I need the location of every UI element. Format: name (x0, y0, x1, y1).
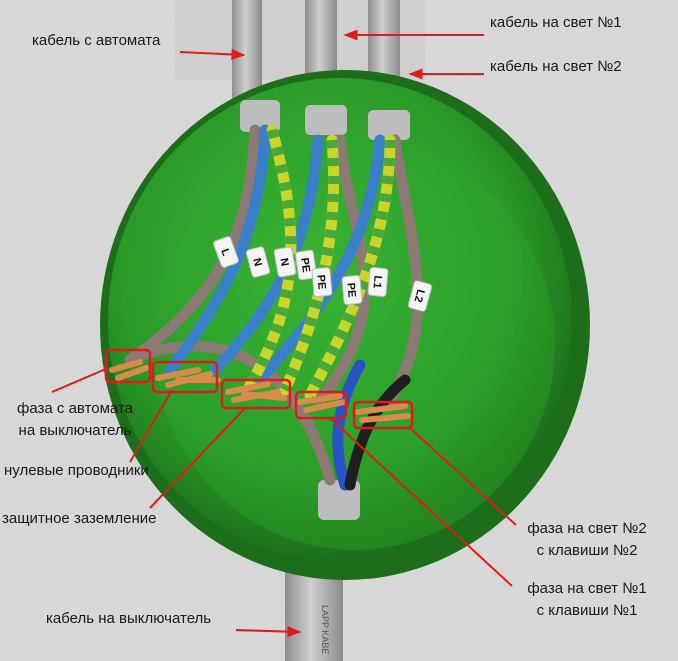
highlight-neutrals (151, 360, 219, 394)
label-phase-to-switch: фаза с автомата на выключатель (0, 400, 150, 440)
annotation-lines (51, 29, 517, 638)
cable-end-3 (368, 110, 410, 140)
wire-marker-tag: PE (341, 275, 363, 305)
label-light-phase-2-line1: фаза на свет №2 (527, 520, 647, 537)
wire-marker-sleeve (245, 246, 271, 278)
label-light-phase-1-line2: с клавиши №1 (536, 602, 638, 619)
wire-marker-sleeve (341, 275, 363, 305)
earth-wire-1-stripe (245, 128, 297, 388)
earth-wire-3-stripe (305, 139, 396, 398)
highlight-phase-breaker (104, 348, 152, 384)
phase-wire-down (124, 340, 336, 486)
phase-wire-l2 (384, 134, 424, 406)
highlight-light-1 (294, 390, 348, 420)
label-light-phase-1: фаза на свет №1 с клавиши №1 (506, 580, 668, 620)
line-phase-breaker (51, 367, 109, 393)
wire-marker-tag: N (273, 246, 297, 278)
wire-marker-sleeve (367, 267, 389, 297)
label-light-phase-2: фаза на свет №2 с клавиши №2 (506, 520, 668, 560)
line-neutrals (129, 389, 173, 463)
cable-end-1 (240, 100, 280, 132)
label-protective-earth: защитное заземление (2, 510, 157, 527)
arrow-cable-to-switch (235, 626, 302, 638)
highlight-earth (220, 378, 292, 410)
wire-marker-tag: N (245, 246, 271, 278)
label-cable-from-breaker: кабель с автомата (32, 32, 161, 49)
wire-marker-tag: L2 (407, 280, 433, 312)
label-phase-to-switch-line1: фаза с автомата (17, 400, 133, 417)
cable-end-2 (305, 105, 347, 135)
wire-marker-text: PE (298, 257, 312, 273)
wire-marker-sleeve (407, 280, 433, 312)
highlight-light-2 (352, 400, 414, 430)
label-light-phase-1-line1: фаза на свет №1 (527, 580, 647, 597)
neutral-wire-3 (254, 134, 386, 386)
label-phase-to-switch-line2: на выключатель (18, 422, 132, 439)
cable-print-text: LAPP KABE (320, 605, 330, 654)
wire-marker-text: L2 (412, 288, 427, 304)
label-neutral-conductors: нулевые проводники (4, 462, 149, 479)
wire-marker-text: PE (344, 282, 357, 298)
line-light-1 (329, 417, 513, 587)
wire-marker-sleeve (311, 267, 333, 297)
wire-marker-text: L (218, 247, 232, 258)
copper-terminals (109, 359, 411, 423)
wire-marker-text: N (250, 257, 264, 268)
wire-marker-sleeve (213, 236, 239, 268)
arrow-cable-from-breaker (179, 48, 246, 61)
highlight-boxes (104, 348, 414, 430)
wire-marker-sleeve (273, 246, 297, 278)
label-light-cable-1: кабель на свет №1 (490, 14, 622, 31)
switch-blue-wire (332, 359, 366, 491)
wire-marker-tag: L1 (367, 267, 389, 297)
line-earth (149, 407, 246, 509)
wire-marker-text: PE (314, 274, 327, 290)
wire-marker-tag: PE (295, 249, 317, 281)
wire-marker-sleeve (295, 249, 317, 281)
wire-marker-tag: PE (311, 267, 333, 297)
label-light-cable-2: кабель на свет №2 (490, 58, 622, 75)
wire-marker-text: N (277, 257, 290, 267)
label-cable-to-switch: кабель на выключатель (46, 610, 212, 627)
line-light-2 (409, 427, 517, 526)
junction-box (108, 78, 572, 562)
wire-marker-text: L1 (370, 275, 383, 289)
wire-marker-tag: L (213, 236, 239, 268)
label-light-phase-2-line2: с клавиши №2 (536, 542, 638, 559)
